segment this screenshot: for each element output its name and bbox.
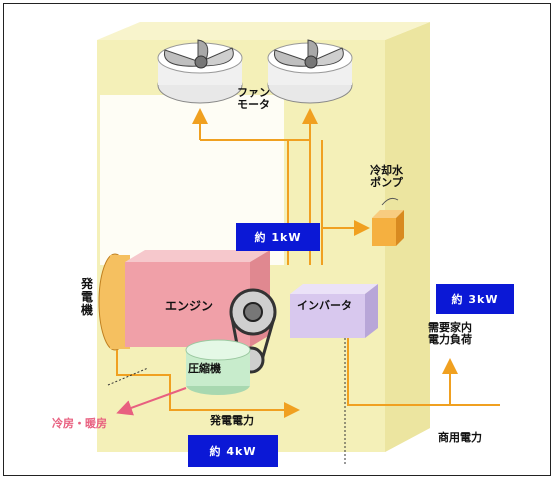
- generator-label: 発電機: [80, 277, 93, 317]
- cooling-pump: [372, 197, 404, 246]
- guide-lines: [107, 338, 346, 465]
- fan-motor-label: ファン モータ: [237, 86, 270, 111]
- demand-load-label: 需要家内 電力負荷: [428, 321, 472, 346]
- engine-label: エンジン: [165, 299, 214, 313]
- cooling-heating-label: 冷房・暖房: [52, 417, 107, 430]
- compressor: [185, 339, 251, 395]
- generated-power-badge: 約 4kW: [188, 435, 278, 467]
- compressor-label: 圧縮機: [188, 362, 221, 375]
- load-power-badge: 約 3kW: [436, 284, 514, 314]
- generated-power-label: 発電電力: [210, 414, 254, 427]
- commercial-power-label: 商用電力: [438, 431, 482, 444]
- fan-right: [267, 39, 353, 104]
- fan-left: [157, 39, 243, 104]
- pump-label: 冷却水 ポンプ: [370, 164, 403, 189]
- inverter: [290, 284, 378, 338]
- cooling-heating-arrow: [116, 387, 187, 416]
- pump-power-badge: 約 1kW: [236, 223, 320, 251]
- inverter-label: インバータ: [297, 299, 352, 312]
